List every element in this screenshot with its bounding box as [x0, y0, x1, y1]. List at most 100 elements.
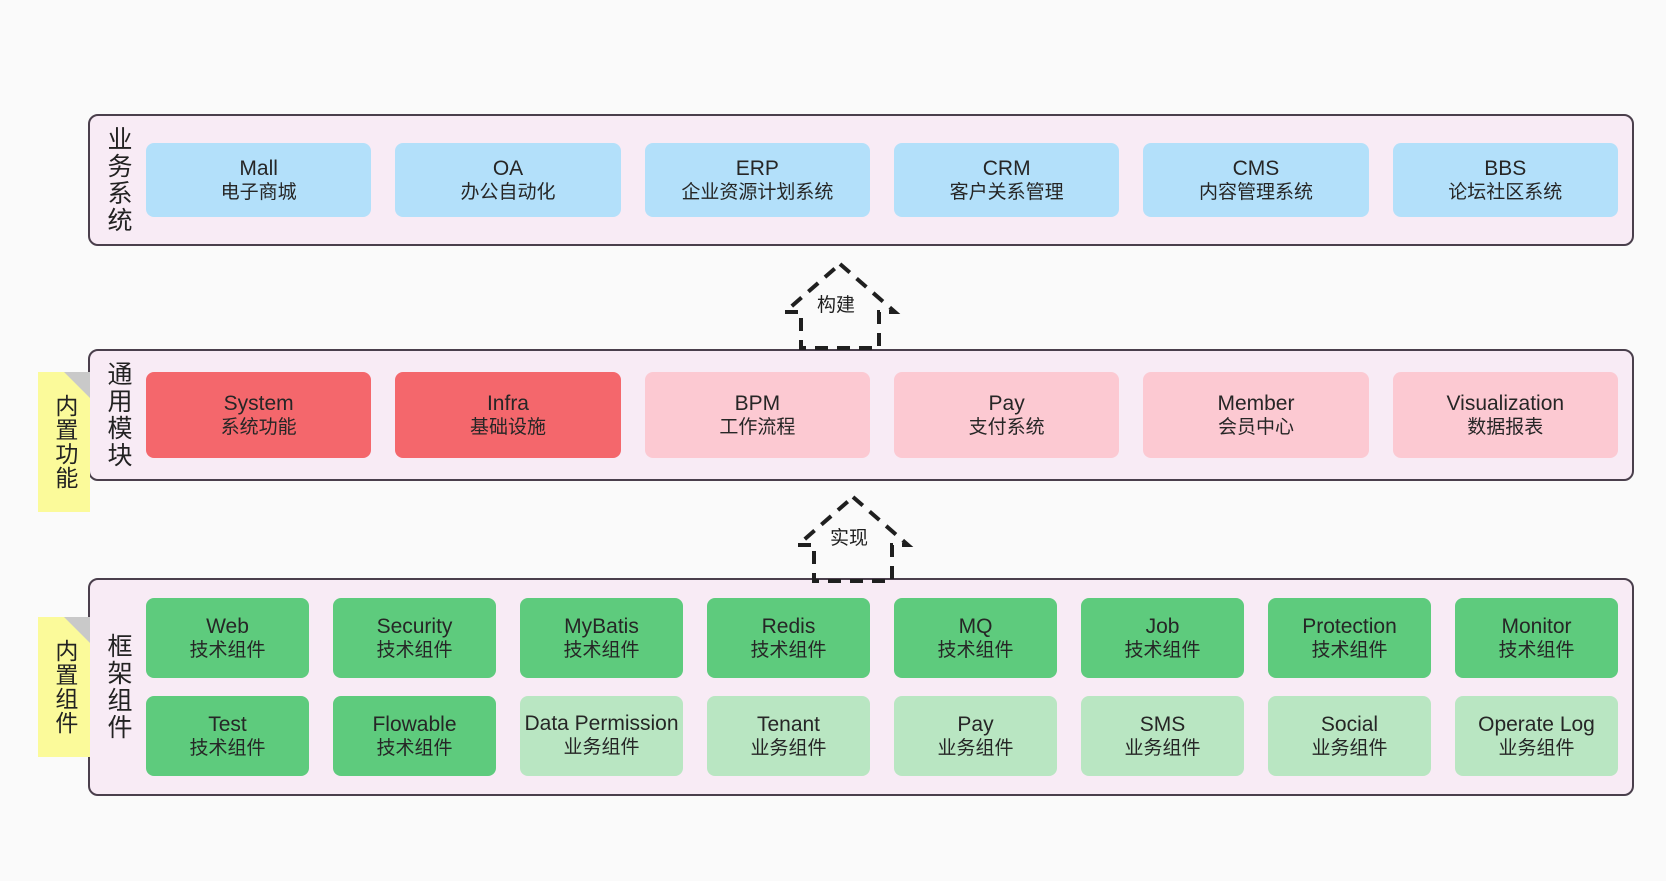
- note-builtin-components[interactable]: 内置组件: [38, 617, 90, 757]
- card-system-name: System: [223, 391, 294, 415]
- card-job-name: Job: [1145, 614, 1180, 638]
- card-bbs-desc: 论坛社区系统: [1448, 182, 1563, 204]
- layer-framework-components-body: Web 技术组件 Security 技术组件 MyBatis 技术组件 Redi…: [146, 580, 1632, 794]
- card-data-permission-desc: 业务组件: [563, 736, 640, 758]
- card-sms-name: SMS: [1139, 712, 1186, 736]
- card-job[interactable]: Job 技术组件: [1081, 598, 1244, 678]
- card-mybatis-name: MyBatis: [564, 614, 639, 638]
- connector-implement-icon: [792, 494, 914, 583]
- card-security[interactable]: Security 技术组件: [333, 598, 496, 678]
- card-security-desc: 技术组件: [376, 640, 453, 662]
- card-tenant[interactable]: Tenant 业务组件: [707, 696, 870, 776]
- note-fold-corner-icon: [64, 372, 90, 398]
- card-crm-name: CRM: [982, 156, 1031, 180]
- layer-common-modules[interactable]: 通用模块 System 系统功能 Infra 基础设施 BPM 工作流程 Pay…: [88, 349, 1634, 481]
- card-web-desc: 技术组件: [189, 640, 266, 662]
- card-redis-name: Redis: [761, 614, 816, 638]
- connector-build-icon: [779, 261, 901, 350]
- card-bbs[interactable]: BBS 论坛社区系统: [1392, 143, 1618, 217]
- card-data-permission[interactable]: Data Permission 业务组件: [520, 696, 683, 776]
- card-protection[interactable]: Protection 技术组件: [1268, 598, 1431, 678]
- card-bpm[interactable]: BPM 工作流程: [644, 372, 870, 458]
- card-flowable[interactable]: Flowable 技术组件: [333, 696, 496, 776]
- card-mq-desc: 技术组件: [937, 640, 1014, 662]
- layer-framework-components-row-biz: Test 技术组件 Flowable 技术组件 Data Permission …: [146, 696, 1618, 776]
- card-mall-name: Mall: [239, 156, 278, 180]
- card-redis-desc: 技术组件: [750, 640, 827, 662]
- layer-common-modules-body: System 系统功能 Infra 基础设施 BPM 工作流程 Pay 支付系统…: [146, 351, 1632, 479]
- card-visualization-desc: 数据报表: [1467, 417, 1544, 439]
- card-monitor-desc: 技术组件: [1498, 640, 1575, 662]
- card-test-desc: 技术组件: [189, 738, 266, 760]
- card-mq-name: MQ: [958, 614, 993, 638]
- note-builtin-components-text: 内置组件: [51, 639, 78, 735]
- card-oa[interactable]: OA 办公自动化: [395, 143, 621, 217]
- card-mq[interactable]: MQ 技术组件: [894, 598, 1057, 678]
- card-flowable-name: Flowable: [372, 712, 457, 736]
- note-builtin-features[interactable]: 内置功能: [38, 372, 90, 512]
- card-redis[interactable]: Redis 技术组件: [707, 598, 870, 678]
- note-fold-corner-icon: [64, 617, 90, 643]
- card-erp-name: ERP: [735, 156, 779, 180]
- card-test[interactable]: Test 技术组件: [146, 696, 309, 776]
- card-pay-component[interactable]: Pay 业务组件: [894, 696, 1057, 776]
- layer-business-systems[interactable]: 业务系统 Mall 电子商城 OA 办公自动化 ERP 企业资源计划系统 CRM…: [88, 114, 1634, 246]
- card-oa-desc: 办公自动化: [460, 182, 556, 204]
- note-builtin-features-text: 内置功能: [51, 394, 78, 490]
- card-pay-component-desc: 业务组件: [937, 738, 1014, 760]
- card-cms[interactable]: CMS 内容管理系统: [1143, 143, 1369, 217]
- card-tenant-desc: 业务组件: [750, 738, 827, 760]
- card-system-desc: 系统功能: [220, 417, 297, 439]
- card-operate-log-desc: 业务组件: [1498, 738, 1575, 760]
- card-mybatis-desc: 技术组件: [563, 640, 640, 662]
- card-bbs-name: BBS: [1484, 156, 1527, 180]
- card-member-desc: 会员中心: [1217, 417, 1294, 439]
- layer-framework-components-label: 框架组件: [104, 633, 132, 741]
- card-social-name: Social: [1320, 712, 1379, 736]
- card-mall[interactable]: Mall 电子商城: [146, 143, 372, 217]
- card-infra-name: Infra: [486, 391, 529, 415]
- card-crm-desc: 客户关系管理: [949, 182, 1064, 204]
- card-member-name: Member: [1217, 391, 1295, 415]
- card-pay-module-desc: 支付系统: [968, 417, 1045, 439]
- card-sms-desc: 业务组件: [1124, 738, 1201, 760]
- card-pay-module-name: Pay: [988, 391, 1025, 415]
- card-member[interactable]: Member 会员中心: [1143, 372, 1369, 458]
- card-operate-log[interactable]: Operate Log 业务组件: [1455, 696, 1618, 776]
- layer-framework-components-row-tech: Web 技术组件 Security 技术组件 MyBatis 技术组件 Redi…: [146, 598, 1618, 678]
- card-sms[interactable]: SMS 业务组件: [1081, 696, 1244, 776]
- card-social-desc: 业务组件: [1311, 738, 1388, 760]
- card-protection-desc: 技术组件: [1311, 640, 1388, 662]
- card-security-name: Security: [376, 614, 453, 638]
- card-mybatis[interactable]: MyBatis 技术组件: [520, 598, 683, 678]
- card-cms-name: CMS: [1232, 156, 1280, 180]
- card-operate-log-name: Operate Log: [1478, 712, 1595, 736]
- card-web-name: Web: [206, 614, 249, 638]
- card-mall-desc: 电子商城: [220, 182, 297, 204]
- card-visualization-name: Visualization: [1446, 391, 1565, 415]
- layer-common-modules-label: 通用模块: [104, 361, 132, 469]
- card-pay-module[interactable]: Pay 支付系统: [893, 372, 1120, 458]
- layer-framework-components[interactable]: 框架组件 Web 技术组件 Security 技术组件 MyBatis 技术组件…: [88, 578, 1634, 796]
- layer-business-systems-row: Mall 电子商城 OA 办公自动化 ERP 企业资源计划系统 CRM 客户关系…: [146, 143, 1618, 217]
- connector-build-label: 构建: [817, 295, 856, 316]
- card-web[interactable]: Web 技术组件: [146, 598, 309, 678]
- card-infra[interactable]: Infra 基础设施: [395, 372, 621, 458]
- card-pay-component-name: Pay: [957, 712, 994, 736]
- card-crm[interactable]: CRM 客户关系管理: [893, 143, 1120, 217]
- card-data-permission-name: Data Permission: [524, 712, 679, 736]
- card-erp[interactable]: ERP 企业资源计划系统: [644, 143, 870, 217]
- card-monitor[interactable]: Monitor 技术组件: [1455, 598, 1618, 678]
- card-visualization[interactable]: Visualization 数据报表: [1392, 372, 1618, 458]
- card-job-desc: 技术组件: [1124, 640, 1201, 662]
- card-test-name: Test: [208, 712, 247, 736]
- card-erp-desc: 企业资源计划系统: [681, 182, 834, 204]
- card-social[interactable]: Social 业务组件: [1268, 696, 1431, 776]
- card-monitor-name: Monitor: [1501, 614, 1572, 638]
- layer-business-systems-label: 业务系统: [104, 126, 132, 234]
- card-bpm-name: BPM: [734, 391, 781, 415]
- layer-common-modules-row: System 系统功能 Infra 基础设施 BPM 工作流程 Pay 支付系统…: [146, 372, 1618, 458]
- card-system[interactable]: System 系统功能: [146, 372, 372, 458]
- card-protection-name: Protection: [1302, 614, 1397, 638]
